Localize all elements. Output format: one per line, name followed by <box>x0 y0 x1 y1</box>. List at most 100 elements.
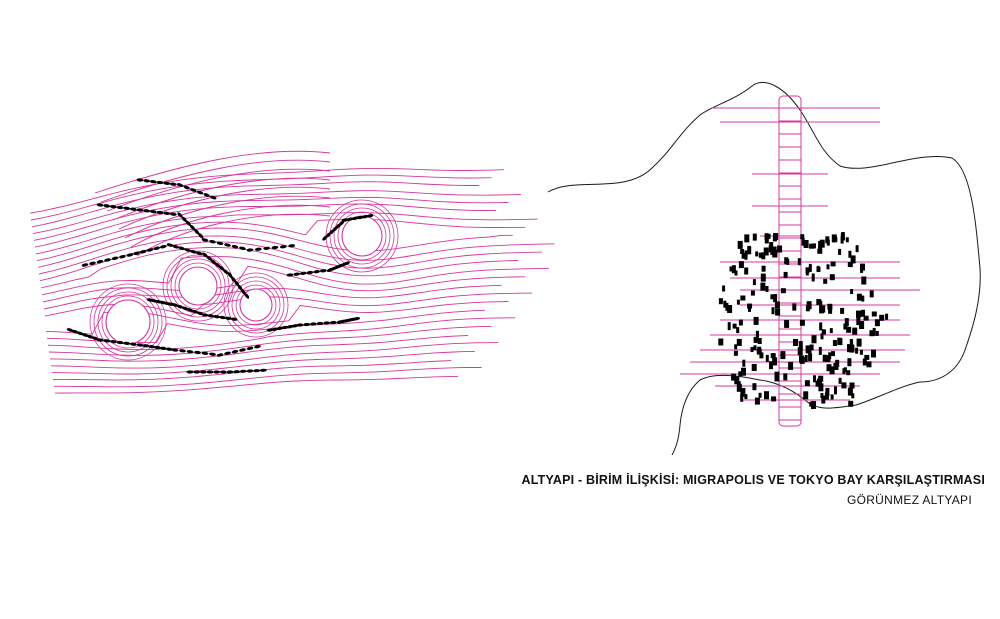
streamline <box>35 212 538 255</box>
streamline <box>42 265 526 303</box>
unit-dash <box>201 313 209 317</box>
node-circle <box>105 299 151 345</box>
unit-dash <box>181 216 187 222</box>
unit-block <box>855 245 859 253</box>
unit-dash <box>329 320 337 325</box>
unit-block <box>783 271 788 278</box>
unit-block <box>742 391 746 397</box>
unit-dash <box>202 252 208 258</box>
unit-dash <box>119 254 126 259</box>
unit-dash <box>240 288 246 295</box>
unit-block <box>792 303 797 311</box>
unit-block <box>885 313 889 320</box>
unit-block <box>842 368 846 375</box>
unit-block <box>734 270 738 276</box>
unit-block <box>841 382 847 389</box>
unit-block <box>760 282 765 290</box>
unit-dash <box>199 370 207 374</box>
unit-block <box>860 267 864 273</box>
unit-dash <box>109 205 117 209</box>
unit-block <box>856 310 861 318</box>
unit-block <box>742 359 746 367</box>
spine-tube <box>778 95 802 427</box>
unit-block <box>826 264 830 270</box>
unit-block <box>846 326 852 333</box>
unit-block <box>875 330 879 336</box>
unit-dash <box>129 207 137 211</box>
unit-block <box>849 339 853 347</box>
unit-block <box>732 323 737 329</box>
unit-block <box>770 294 774 300</box>
unit-block <box>852 327 858 335</box>
circle-wrap-line <box>166 254 230 318</box>
unit-block <box>811 273 815 282</box>
unit-dash <box>189 224 196 231</box>
unit-dash <box>341 218 349 222</box>
unit-dash <box>303 322 311 327</box>
streamline <box>38 235 555 275</box>
circle-wrap-line <box>162 250 234 322</box>
unit-dash <box>123 206 131 210</box>
unit-block <box>863 315 869 321</box>
unit-block <box>744 252 748 260</box>
unit-block <box>750 347 754 352</box>
streamline <box>136 213 331 257</box>
circle-wrap-line <box>337 211 387 261</box>
unit-dash <box>343 261 350 266</box>
unit-dash <box>276 326 284 330</box>
unit-dash <box>183 185 190 190</box>
tokyo-bay-diagram <box>547 81 981 456</box>
unit-block <box>850 289 854 294</box>
unit-dash <box>234 280 240 287</box>
circle-wrap-line <box>235 284 277 326</box>
unit-block <box>769 361 773 370</box>
unit-dash <box>111 256 119 261</box>
unit-block <box>879 314 885 321</box>
unit-dash <box>214 262 221 268</box>
unit-block <box>751 364 757 371</box>
unit-block <box>740 249 745 254</box>
unit-dash <box>210 259 217 265</box>
unit-block <box>864 354 870 360</box>
unit-block <box>723 300 727 308</box>
unit-block <box>801 237 805 246</box>
circle-wrap-line <box>101 295 155 349</box>
unit-block <box>775 308 781 316</box>
unit-block <box>731 265 736 274</box>
unit-dash <box>104 258 111 262</box>
circle-wrap-line <box>329 203 395 269</box>
unit-block <box>819 322 823 331</box>
unit-block <box>734 376 740 385</box>
unit-dash <box>293 272 301 276</box>
unit-block <box>847 387 853 396</box>
unit-block <box>871 349 876 358</box>
unit-dash <box>213 315 221 319</box>
unit-block <box>859 321 865 329</box>
unit-dash <box>351 216 359 220</box>
unit-dash <box>210 195 217 200</box>
unit-dash <box>149 210 157 214</box>
unit-dash <box>246 369 254 373</box>
unit-dash <box>231 244 239 249</box>
unit-block <box>827 303 833 310</box>
circle-wrap-line <box>93 287 163 357</box>
diagram-title: ALTYAPI - BİRİM İLİŞKİSİ: MIGRAPOLIS VE … <box>521 473 985 487</box>
unit-dash <box>190 188 197 192</box>
unit-dash <box>194 229 200 235</box>
streamline <box>54 375 459 394</box>
streamline <box>50 342 499 369</box>
streamline <box>51 350 475 375</box>
circle-wrap-line <box>89 283 167 361</box>
unit-block <box>804 391 808 399</box>
unit-dash <box>179 349 186 353</box>
unit-block <box>830 394 834 400</box>
streamline <box>40 247 519 289</box>
unit-dash <box>159 346 167 350</box>
unit-block <box>809 344 814 351</box>
unit-block <box>834 386 837 395</box>
unit-block <box>819 239 825 248</box>
unit-block <box>759 352 764 359</box>
unit-block <box>718 298 723 305</box>
unit-dash <box>190 249 197 254</box>
unit-dash <box>271 245 279 250</box>
